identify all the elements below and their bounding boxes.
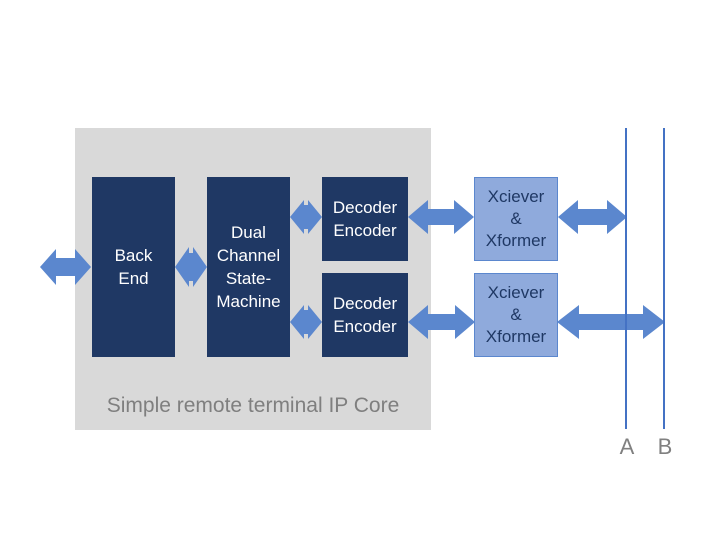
block-xciever-xformer-top: Xciever & Xformer <box>474 177 558 261</box>
double-arrow-icon-external-backend <box>40 249 91 285</box>
double-arrow-icon-decoder-xciever-bottom <box>408 305 475 339</box>
bus-line-a <box>625 128 627 429</box>
double-arrow-icon-xciever-bus-b <box>557 305 665 339</box>
double-arrow-icon-dualchannel-decoder-bottom <box>290 305 322 339</box>
block-back-end: Back End <box>92 177 175 357</box>
double-arrow-icon-dualchannel-decoder-top <box>290 200 322 234</box>
double-arrow-icon-xciever-bus-a <box>558 200 627 234</box>
bus-label-b: B <box>657 434 673 459</box>
ip-core-caption: Simple remote terminal IP Core <box>106 394 400 417</box>
block-dual-channel-state-machine: Dual Channel State- Machine <box>207 177 290 357</box>
double-arrow-icon-backend-dualchannel <box>175 247 207 287</box>
double-arrow-icon-decoder-xciever-top <box>408 200 474 234</box>
block-decoder-encoder-bottom: Decoder Encoder <box>322 273 408 357</box>
block-decoder-encoder-top: Decoder Encoder <box>322 177 408 261</box>
bus-line-b <box>663 128 665 429</box>
bus-label-a: A <box>619 434 635 459</box>
block-xciever-xformer-bottom: Xciever & Xformer <box>474 273 558 357</box>
